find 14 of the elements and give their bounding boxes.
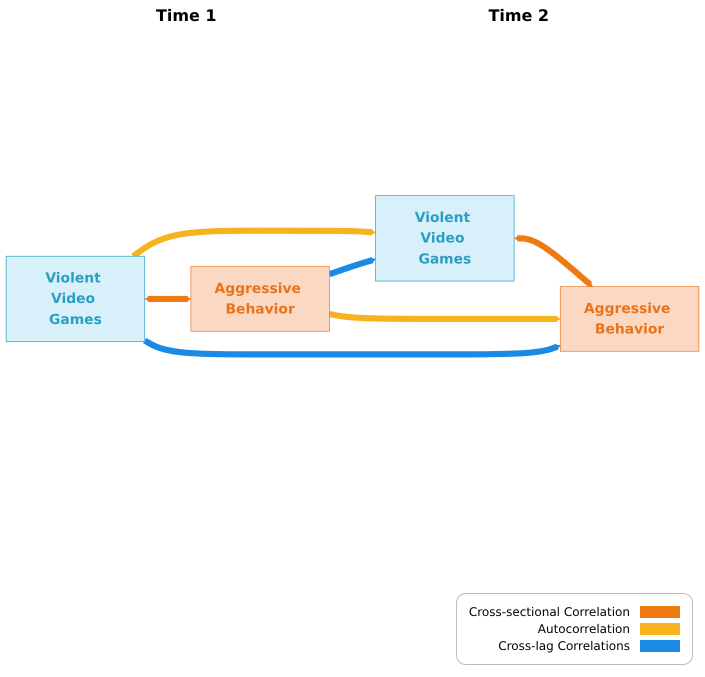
- column-heading: Time 2: [488, 6, 550, 25]
- node-box: Violent Video Games: [375, 195, 514, 282]
- arrow: [514, 234, 593, 287]
- legend-label: Cross-sectional Correlation: [468, 605, 630, 619]
- legend-label: Autocorrelation: [538, 622, 630, 636]
- arrow: [143, 338, 561, 358]
- node-box: Aggressive Behavior: [560, 286, 700, 352]
- node-box: Aggressive Behavior: [190, 266, 330, 332]
- arrow: [328, 310, 561, 322]
- node-box: Violent Video Games: [6, 256, 146, 342]
- legend-label: Cross-lag Correlations: [498, 639, 630, 653]
- arrow: [328, 257, 376, 278]
- column-heading: Time 1: [156, 6, 217, 25]
- arrow: [144, 296, 192, 302]
